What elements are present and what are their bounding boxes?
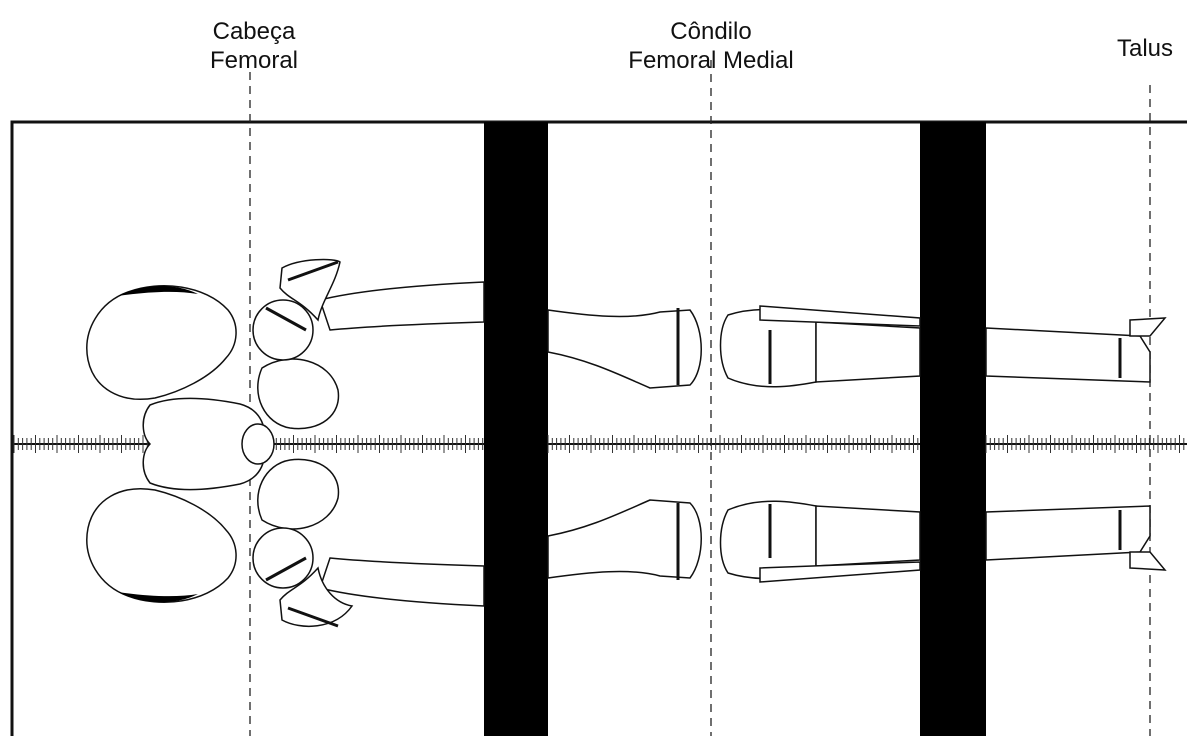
right-ilium [87, 489, 236, 602]
right-talus [1130, 552, 1165, 570]
right-obturator [258, 459, 339, 529]
right-distal-tibia [986, 506, 1150, 560]
left-distal-tibia [986, 328, 1150, 382]
left-obturator [258, 359, 339, 429]
symphysis [242, 424, 274, 464]
left-tibia-shaft [816, 322, 920, 382]
left-ilium [87, 286, 236, 399]
dashed-reference-lines [250, 60, 1150, 736]
left-talus [1130, 318, 1165, 336]
right-tibia-shaft [816, 506, 920, 566]
film-divider-1 [484, 122, 548, 736]
left-femur-shaft [320, 282, 484, 330]
film-divider-2 [920, 122, 986, 736]
right-femur-shaft [320, 558, 484, 606]
